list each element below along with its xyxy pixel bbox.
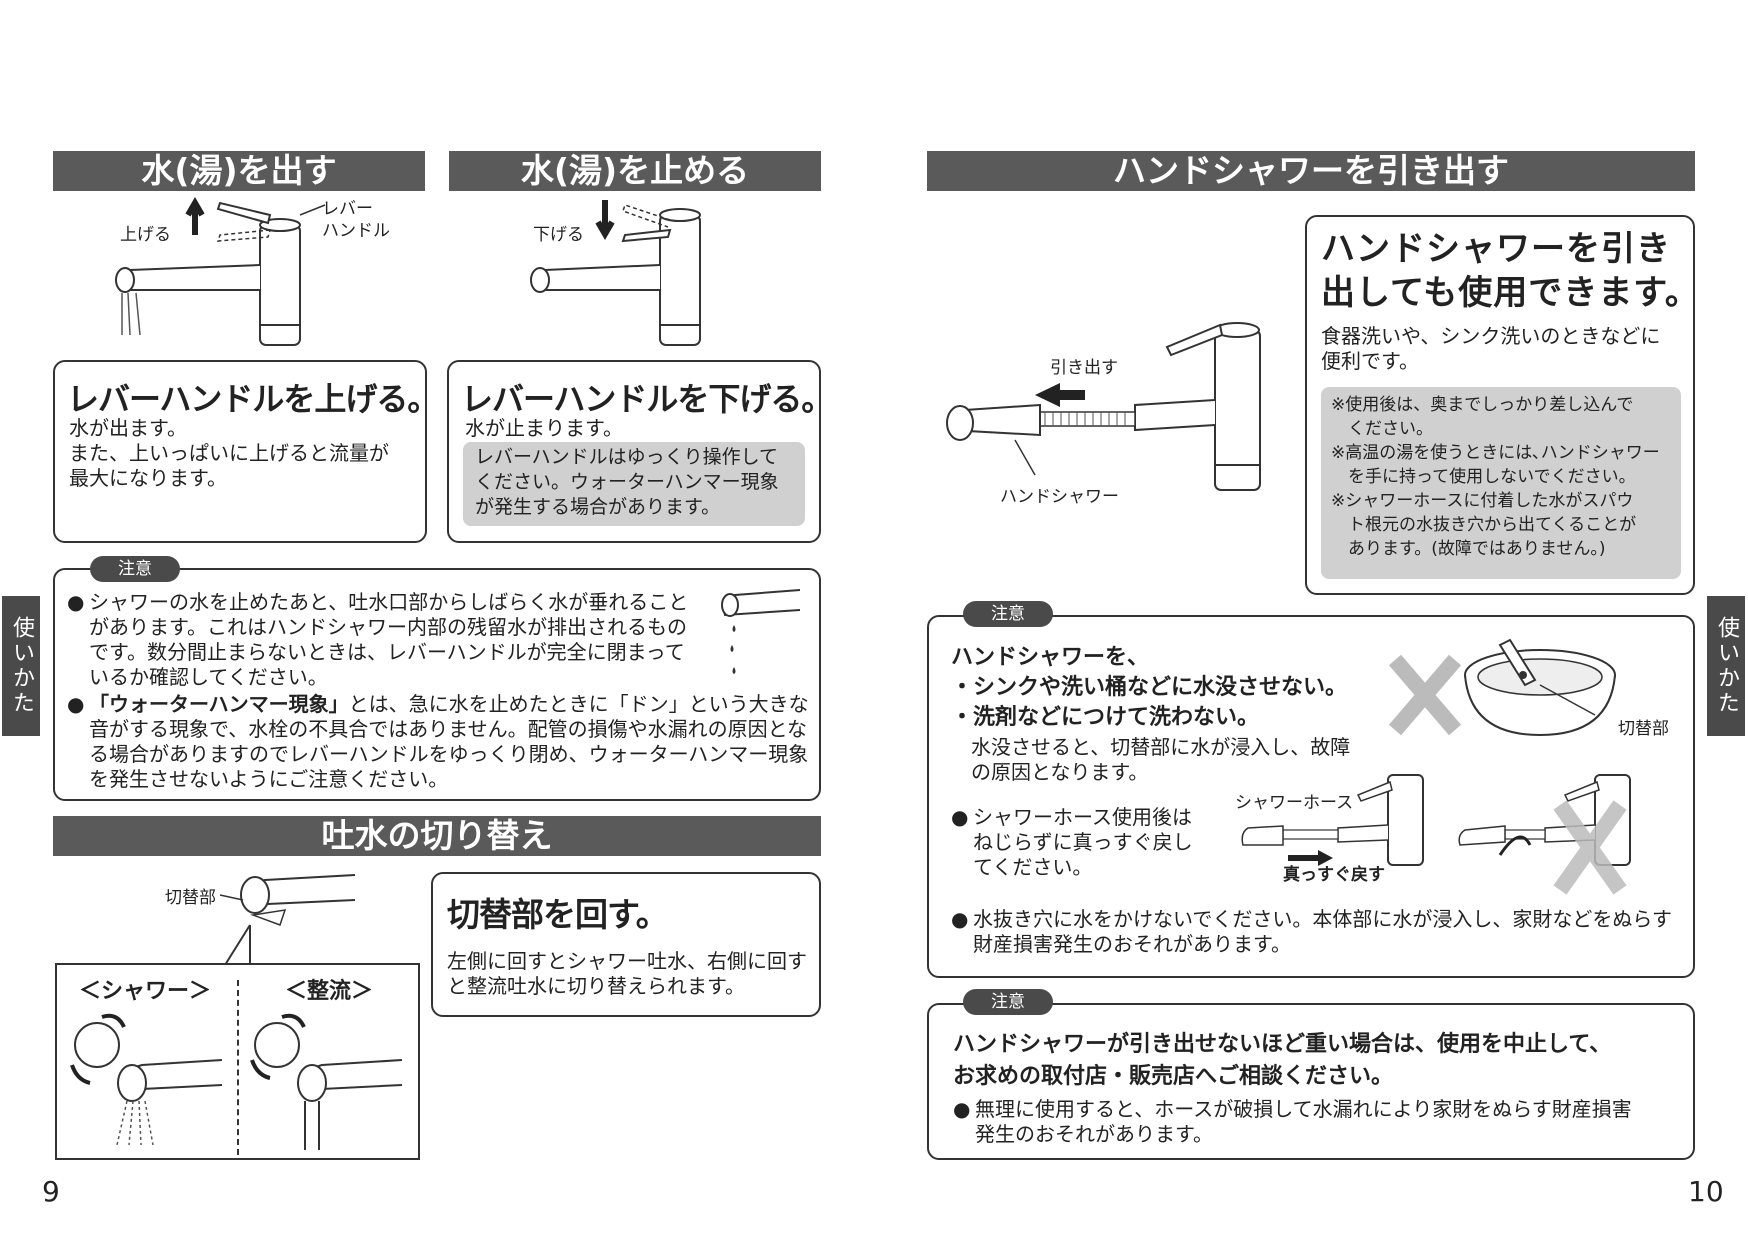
switch-text: 左側に回すとシャワー吐水、右側に回すと整流吐水に切り替えられます。	[447, 949, 807, 998]
water-hammer-term: 「ウォーターハンマー現象」	[89, 692, 349, 716]
label-shower-hose: シャワーホース	[1235, 793, 1354, 813]
caution-item-water-hammer: ● 「ウォーターハンマー現象」とは、急に水を止めたときに「ドン」という大きな音が…	[67, 692, 809, 791]
hose-straight-illustration	[1241, 774, 1424, 866]
lever-up-text: 水が出ます。 また、上いっぱいに上げると流量が 最大になります。	[69, 416, 389, 490]
forced-use-warning: ● 無理に使用すると、ホースが破損して水漏れにより家財をぬらす財産損害 発生のお…	[953, 1097, 1632, 1146]
label-pull-out: 引き出す	[1050, 358, 1118, 378]
caution-pill-right-2: 注意	[963, 989, 1053, 1015]
submerge-prohibited-illustration	[1388, 638, 1616, 737]
label-return-straight: 真っすぐ戻す	[1283, 865, 1385, 885]
label-lower: 下げる	[533, 225, 584, 245]
section-title-water-on: 水(湯)を出す	[53, 151, 425, 191]
note-drain-water: ※シャワーホースに付着した水がスパウ ト根元の水抜き穴から出てくることが ありま…	[1331, 491, 1637, 559]
pull-out-text: 食器洗いや、シンク洗いのときなどに 便利です。	[1321, 324, 1661, 373]
caution-lead: ハンドシャワーを、	[951, 645, 1150, 670]
page-number-right: 10	[1688, 1175, 1724, 1208]
lever-up-heading: レバーハンドルを上げる。	[67, 380, 439, 418]
caution-item-drip: ● シャワーの水を止めたあと、吐水口部からしばらく水が垂れることがあります。これ…	[67, 590, 689, 689]
caution-no-detergent: ・洗剤などにつけて洗わない。	[951, 705, 1260, 730]
switch-instruction-box: 切替部を回す。 左側に回すとシャワー吐水、右側に回すと整流吐水に切り替えられます…	[431, 872, 821, 1017]
water-hammer-desc: とは、急に水を止めたときに「ドン」という大きな音がする現象で、水栓の不具合ではあ…	[89, 692, 809, 791]
side-tab-left: 使いかた	[2, 596, 40, 736]
caution-box-left: ● シャワーの水を止めたあと、吐水口部からしばらく水が垂れることがあります。これ…	[53, 568, 821, 801]
lever-down-box: レバーハンドルを下げる。 水が止まります。 レバーハンドルはゆっくり操作して く…	[447, 360, 833, 543]
label-straight-mode: ＜整流＞	[285, 979, 374, 1004]
faucet-lever-down-illustration	[530, 200, 701, 346]
caution-pill-right-1: 注意	[963, 601, 1053, 627]
mode-divider	[237, 980, 239, 1155]
caution-no-submerge: ・シンクや洗い桶などに水没させない。	[951, 675, 1348, 700]
lever-down-text: 水が止まります。	[465, 416, 623, 440]
spout-switch-illustration	[219, 874, 356, 926]
caution-submerge-reason: 水没させると、切替部に水が浸入し、故障 の原因となります。	[971, 735, 1351, 784]
label-lift: 上げる	[120, 225, 171, 245]
caution-drain-hole: ● 水抜き穴に水をかけないでください。本体部に水が浸入し、家財などをぬらす財産損…	[951, 907, 1672, 956]
hose-twisted-prohibited-illustration	[1458, 774, 1631, 895]
side-tab-right: 使いかた	[1707, 596, 1745, 736]
label-switch-part-right: 切替部	[1618, 719, 1669, 739]
heavy-shower-warning: ハンドシャワーが引き出せないほど重い場合は、使用を中止して、 お求めの取付店・販…	[953, 1032, 1612, 1089]
label-lever-handle: レバー ハンドル	[322, 199, 390, 241]
dripping-spout-illustration	[721, 589, 801, 674]
section-title-spray-switch: 吐水の切り替え	[53, 816, 821, 856]
section-title-water-off: 水(湯)を止める	[449, 151, 821, 191]
switch-heading: 切替部を回す。	[447, 895, 669, 934]
faucet-lever-up-illustration	[115, 197, 326, 346]
spray-mode-panel: ＜シャワー＞ ＜整流＞	[55, 963, 420, 1160]
straight-mode-illustration	[250, 1013, 403, 1150]
lever-down-heading: レバーハンドルを下げる。	[461, 380, 833, 418]
label-shower-mode: ＜シャワー＞	[79, 979, 212, 1004]
section-title-pull-out: ハンドシャワーを引き出す	[927, 151, 1695, 191]
pull-out-shower-illustration	[946, 322, 1261, 491]
caution-pill-left: 注意	[90, 556, 180, 582]
note-insert: ※使用後は、奥までしっかり差し込んで ください。	[1331, 395, 1634, 439]
lever-up-box: レバーハンドルを上げる。 水が出ます。 また、上いっぱいに上げると流量が 最大に…	[53, 360, 439, 543]
pull-out-notes: ※使用後は、奥までしっかり差し込んで ください。 ※高温の湯を使うときには､ハン…	[1321, 387, 1681, 579]
caution-box-right-2: ハンドシャワーが引き出せないほど重い場合は、使用を中止して、 お求めの取付店・販…	[927, 1003, 1695, 1160]
pull-out-info-box: ハンドシャワーを引き 出しても使用できます。 食器洗いや、シンク洗いのときなどに…	[1305, 215, 1699, 595]
note-hot-water: ※高温の湯を使うときには､ハンドシャワー を手に持って使用しないでください。	[1331, 443, 1660, 487]
label-hand-shower: ハンドシャワー	[1000, 487, 1119, 507]
shower-mode-illustration	[70, 1013, 223, 1146]
page-number-left: 9	[42, 1175, 60, 1208]
label-switch-part: 切替部	[165, 888, 216, 908]
lever-down-note: レバーハンドルはゆっくり操作して ください。ウォーターハンマー現象 が発生する場…	[463, 442, 805, 526]
pull-out-heading: ハンドシャワーを引き 出しても使用できます。	[1321, 229, 1700, 313]
callout-lines	[224, 924, 251, 966]
caution-hose-straight: ● シャワーホース使用後は ねじらずに真っすぐ戻し てください。	[951, 805, 1193, 879]
